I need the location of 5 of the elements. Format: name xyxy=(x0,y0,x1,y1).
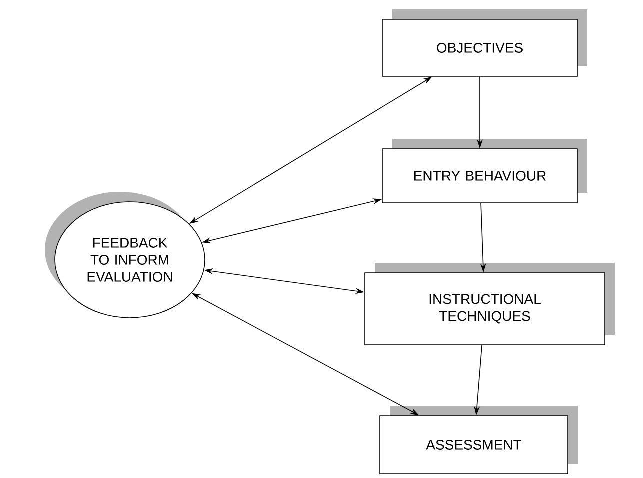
oval-node: FEEDBACK TO INFORM EVALUATION xyxy=(45,192,206,318)
process-box: ENTRY BEHAVIOUR xyxy=(382,139,588,204)
process-box: INSTRUCTIONAL TECHNIQUES xyxy=(364,263,615,346)
process-box: ASSESSMENT xyxy=(380,406,578,474)
process-box: OBJECTIVES xyxy=(382,10,588,77)
